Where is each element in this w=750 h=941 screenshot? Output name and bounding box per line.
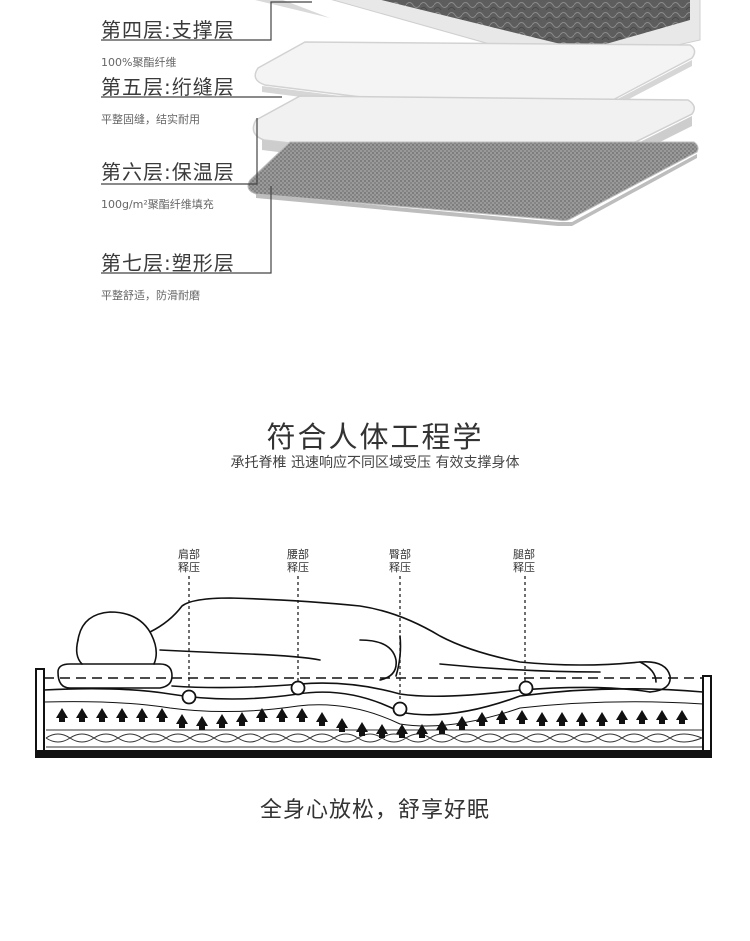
- ergonomics-subtitle: 承托脊椎 迅速响应不同区域受压 有效支撑身体: [230, 455, 520, 471]
- zone-hip-line2: 释压: [389, 561, 411, 574]
- mattress-surface-wave: [43, 687, 704, 716]
- zone-label-waist: 腰部 释压: [268, 548, 328, 574]
- zone-leg-line1: 腿部: [513, 548, 535, 561]
- mattress-right-post: [702, 675, 712, 758]
- zone-label-shoulder: 肩部 释压: [159, 548, 219, 574]
- shoulder-pressure-point: [181, 689, 197, 705]
- spring-coil-row: [45, 729, 703, 748]
- zone-shoulder-line2: 释压: [178, 561, 200, 574]
- layer-4-title: 第四层:支撑层: [101, 18, 235, 42]
- waist-pressure-point: [290, 680, 306, 696]
- support-arrows: [56, 708, 688, 738]
- layer-5-desc: 平整固缝，结实耐用: [101, 113, 200, 126]
- zone-leg-line2: 释压: [513, 561, 535, 574]
- leg-pressure-point: [518, 680, 534, 696]
- layer-6-label: 第六层:保温层 100g/m²聚酯纤维填充: [101, 156, 235, 212]
- layer-5-title: 第五层:绗缝层: [101, 75, 235, 99]
- layer-4-quilt: [381, 0, 690, 50]
- layer-6-desc: 100g/m²聚酯纤维填充: [101, 198, 214, 211]
- hip-pressure-point: [392, 701, 408, 717]
- zone-hip-line1: 臀部: [389, 548, 411, 561]
- zone-waist-line1: 腰部: [287, 548, 309, 561]
- layer-7-mesh: [247, 141, 699, 222]
- layer-7-desc: 平整舒适，防滑耐磨: [101, 289, 200, 302]
- leader-line-7: [101, 186, 272, 274]
- sleeper-on-mattress-illustration: [35, 576, 712, 758]
- closing-tagline: 全身心放松，舒享好眠: [259, 798, 490, 823]
- zone-waist-line2: 释压: [287, 561, 309, 574]
- ergonomics-title: 符合人体工程学: [266, 420, 484, 454]
- layer-7-label: 第七层:塑形层 平整舒适，防滑耐磨: [101, 247, 235, 303]
- zone-label-leg: 腿部 释压: [494, 548, 554, 574]
- layer-5-label: 第五层:绗缝层 平整固缝，结实耐用: [101, 71, 235, 127]
- leader-line-4: [101, 1, 312, 41]
- mattress-layers-section: 第四层:支撑层 100%聚酯纤维 第五层:绗缝层 平整固缝，结实耐用 第六层:保…: [0, 0, 750, 330]
- layer-6-title: 第六层:保温层: [101, 160, 235, 184]
- layer-stack-illustration: [101, 0, 701, 274]
- layer-7-title: 第七层:塑形层: [101, 251, 235, 275]
- zone-shoulder-line1: 肩部: [178, 548, 200, 561]
- layer-4-desc: 100%聚酯纤维: [101, 56, 177, 69]
- mattress-left-post: [35, 668, 45, 758]
- layer-4-label: 第四层:支撑层 100%聚酯纤维: [101, 14, 235, 70]
- sleeping-figure: [75, 597, 671, 698]
- pillow: [57, 663, 173, 689]
- leader-line-6: [101, 118, 258, 185]
- mattress-base: [36, 750, 712, 758]
- zone-label-hip: 臀部 释压: [370, 548, 430, 574]
